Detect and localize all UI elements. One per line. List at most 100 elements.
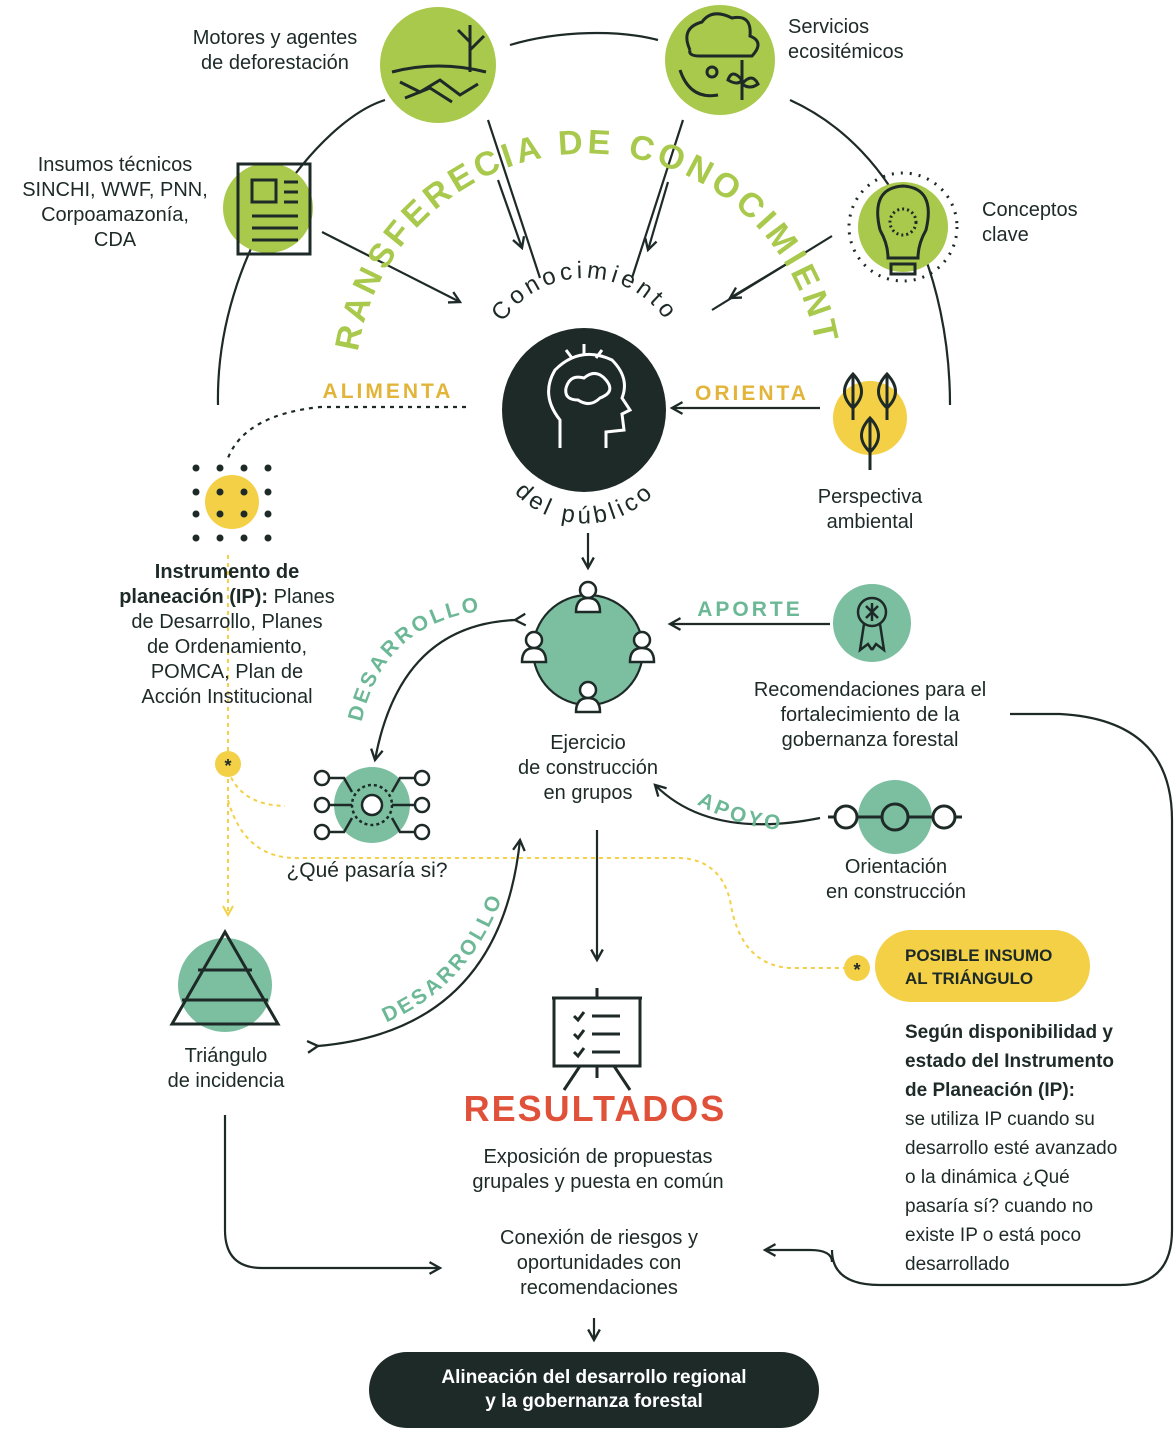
servicios-line-1: Servicios — [788, 16, 870, 38]
desarrollo-label-upper: DESARROLLO — [344, 593, 483, 723]
perspectiva-line-1: Perspectiva — [817, 486, 923, 508]
recomendaciones-node-circle — [833, 584, 911, 662]
motores-label: Motores y agentes de deforestación — [170, 26, 380, 76]
perspectiva-label: Perspectiva ambiental — [780, 485, 960, 535]
perspectiva-line-2: ambiental — [826, 511, 914, 533]
instrumento-line-3: de Desarrollo, Planes — [131, 611, 323, 633]
instrumento-line-4: de Ordenamiento, — [146, 636, 308, 658]
connected-circles-icon — [828, 802, 962, 832]
recomendaciones-loop-arrow — [765, 1250, 834, 1263]
triangulo-label: Triángulo de incidencia — [140, 1044, 312, 1094]
ip-availability-note: Según disponibilidad y estado del Instru… — [905, 1018, 1170, 1279]
apoyo-arrow — [655, 785, 821, 826]
servicios-node-circle — [665, 5, 775, 115]
instrumento-planes: Planes — [273, 586, 335, 608]
lightbulb-icon — [876, 184, 930, 276]
orientacion-node-circle — [858, 780, 932, 854]
recomendaciones-loop-line — [830, 712, 1174, 1287]
asterisk-dot-left — [215, 751, 241, 777]
arrow-triangulo-to-conexion — [223, 1115, 440, 1268]
network-nodes-icon — [313, 769, 431, 841]
final-line-1: Alineación del desarrollo regional — [441, 1367, 747, 1388]
final-line-2: y la gobernanza forestal — [485, 1391, 703, 1412]
asterisk-left: * — [224, 756, 231, 776]
note-line-6: desarrollado — [905, 1254, 1010, 1275]
insumos-label: Insumos técnicos SINCHI, WWF, PNN, Corpo… — [2, 153, 228, 253]
arrow-motores-2 — [496, 179, 522, 248]
recomendaciones-line-2: fortalecimiento de la — [780, 704, 960, 726]
triangulo-line-2: de incidencia — [167, 1070, 285, 1092]
servicios-label: Servicios ecositémicos — [788, 15, 904, 65]
group-people-icon — [520, 580, 656, 714]
desarrollo-lower-arrow — [318, 840, 520, 1046]
recomendaciones-line-3: gobernanza forestal — [781, 729, 959, 751]
posible-insumo-badge: POSIBLE INSUMO AL TRIÁNGULO — [875, 930, 1090, 1002]
triangulo-line-1: Triángulo — [184, 1045, 268, 1067]
conexion-line-2: oportunidades con — [516, 1252, 682, 1274]
orientacion-line-2: en construcción — [825, 881, 967, 903]
instrumento-label: Instrumento de planeación (IP): Planes d… — [96, 560, 358, 710]
note-bold-line-1: Según disponibilidad y — [905, 1022, 1113, 1043]
note-line-1: se utiliza IP cuando su — [905, 1109, 1095, 1130]
instrumento-node-circle — [205, 475, 259, 529]
insumos-line-4: CDA — [93, 229, 137, 251]
insumos-node-circle — [223, 163, 313, 253]
arrow-conceptos-2 — [730, 261, 791, 298]
asterisk-dot-right — [844, 955, 870, 981]
orientacion-line-1: Orientación — [844, 856, 948, 878]
ejercicio-line-3: en grupos — [543, 782, 633, 804]
insumos-line-2: SINCHI, WWF, PNN, — [22, 179, 208, 201]
conceptos-node-circle — [858, 182, 948, 272]
note-line-3: o la dinámica ¿Qué — [905, 1167, 1070, 1188]
arrow-insumos — [321, 231, 460, 302]
arrow-servicios — [630, 119, 685, 279]
note-line-2: desarrollo esté avanzado — [905, 1138, 1118, 1159]
dot-grid-icon — [192, 464, 272, 542]
instrumento-line-6: Acción Institucional — [141, 686, 313, 708]
posible-insumo-line-2: AL TRIÁNGULO — [905, 969, 1034, 988]
exposicion-label: Exposición de propuestas grupales y pues… — [440, 1145, 756, 1195]
presentation-board-icon — [552, 988, 642, 1091]
posible-insumo-line-1: POSIBLE INSUMO — [905, 946, 1053, 965]
orienta-label: ORIENTA — [695, 382, 809, 405]
recomendaciones-line-1: Recomendaciones para el — [753, 679, 987, 701]
note-line-4: pasaría sí? cuando no — [905, 1196, 1094, 1217]
orientacion-label: Orientación en construcción — [796, 855, 996, 905]
motores-line-2: de deforestación — [201, 52, 349, 74]
yellow-dashed-to-que-pasaria — [227, 769, 286, 807]
insumos-line-3: Corpoamazonía, — [41, 204, 189, 226]
arrow-servicios-2 — [648, 181, 670, 250]
servicios-line-2: ecositémicos — [788, 41, 904, 63]
conceptos-line-1: Conceptos — [982, 199, 1078, 221]
motores-line-1: Motores y agentes — [192, 27, 358, 49]
recomendaciones-label: Recomendaciones para el fortalecimiento … — [720, 678, 1020, 753]
conceptos-dotted-ring — [847, 171, 959, 283]
conceptos-line-2: clave — [982, 224, 1029, 246]
aporte-label: APORTE — [697, 598, 803, 621]
instrumento-line-5: POMCA, Plan de — [150, 661, 304, 683]
arrow-motores — [486, 119, 542, 279]
award-ribbon-icon — [856, 596, 888, 653]
triangulo-node-circle — [178, 938, 272, 1032]
deforestation-icon — [391, 25, 487, 104]
outer-arc-top — [509, 31, 659, 47]
resultados-title: RESULTADOS — [463, 1088, 727, 1129]
triangle-icon — [169, 928, 281, 1026]
final-alignment-box: Alineación del desarrollo regional y la … — [369, 1352, 819, 1428]
conexion-line-3: recomendaciones — [520, 1277, 678, 1299]
head-brain-icon — [547, 344, 633, 448]
exposicion-line-1: Exposición de propuestas — [483, 1146, 713, 1168]
center-node-circle — [502, 328, 666, 492]
instrumento-bold-part: planeación (IP): — [119, 586, 269, 608]
insumos-line-1: Insumos técnicos — [37, 154, 193, 176]
exposicion-line-2: grupales y puesta en común — [472, 1171, 724, 1193]
note-bold-line-2: estado del Instrumento — [905, 1051, 1115, 1072]
ejercicio-line-2: de construcción — [517, 757, 659, 779]
conceptos-label: Conceptos clave — [982, 198, 1078, 248]
desarrollo-label-lower: DESARROLLO — [379, 889, 508, 1027]
que-pasaria-label: ¿Qué pasaría si? — [286, 859, 448, 882]
apoyo-label: APOYO — [694, 788, 784, 835]
plant-leaves-icon — [843, 371, 897, 470]
ejercicio-label: Ejercicio de construcción en grupos — [488, 731, 688, 806]
